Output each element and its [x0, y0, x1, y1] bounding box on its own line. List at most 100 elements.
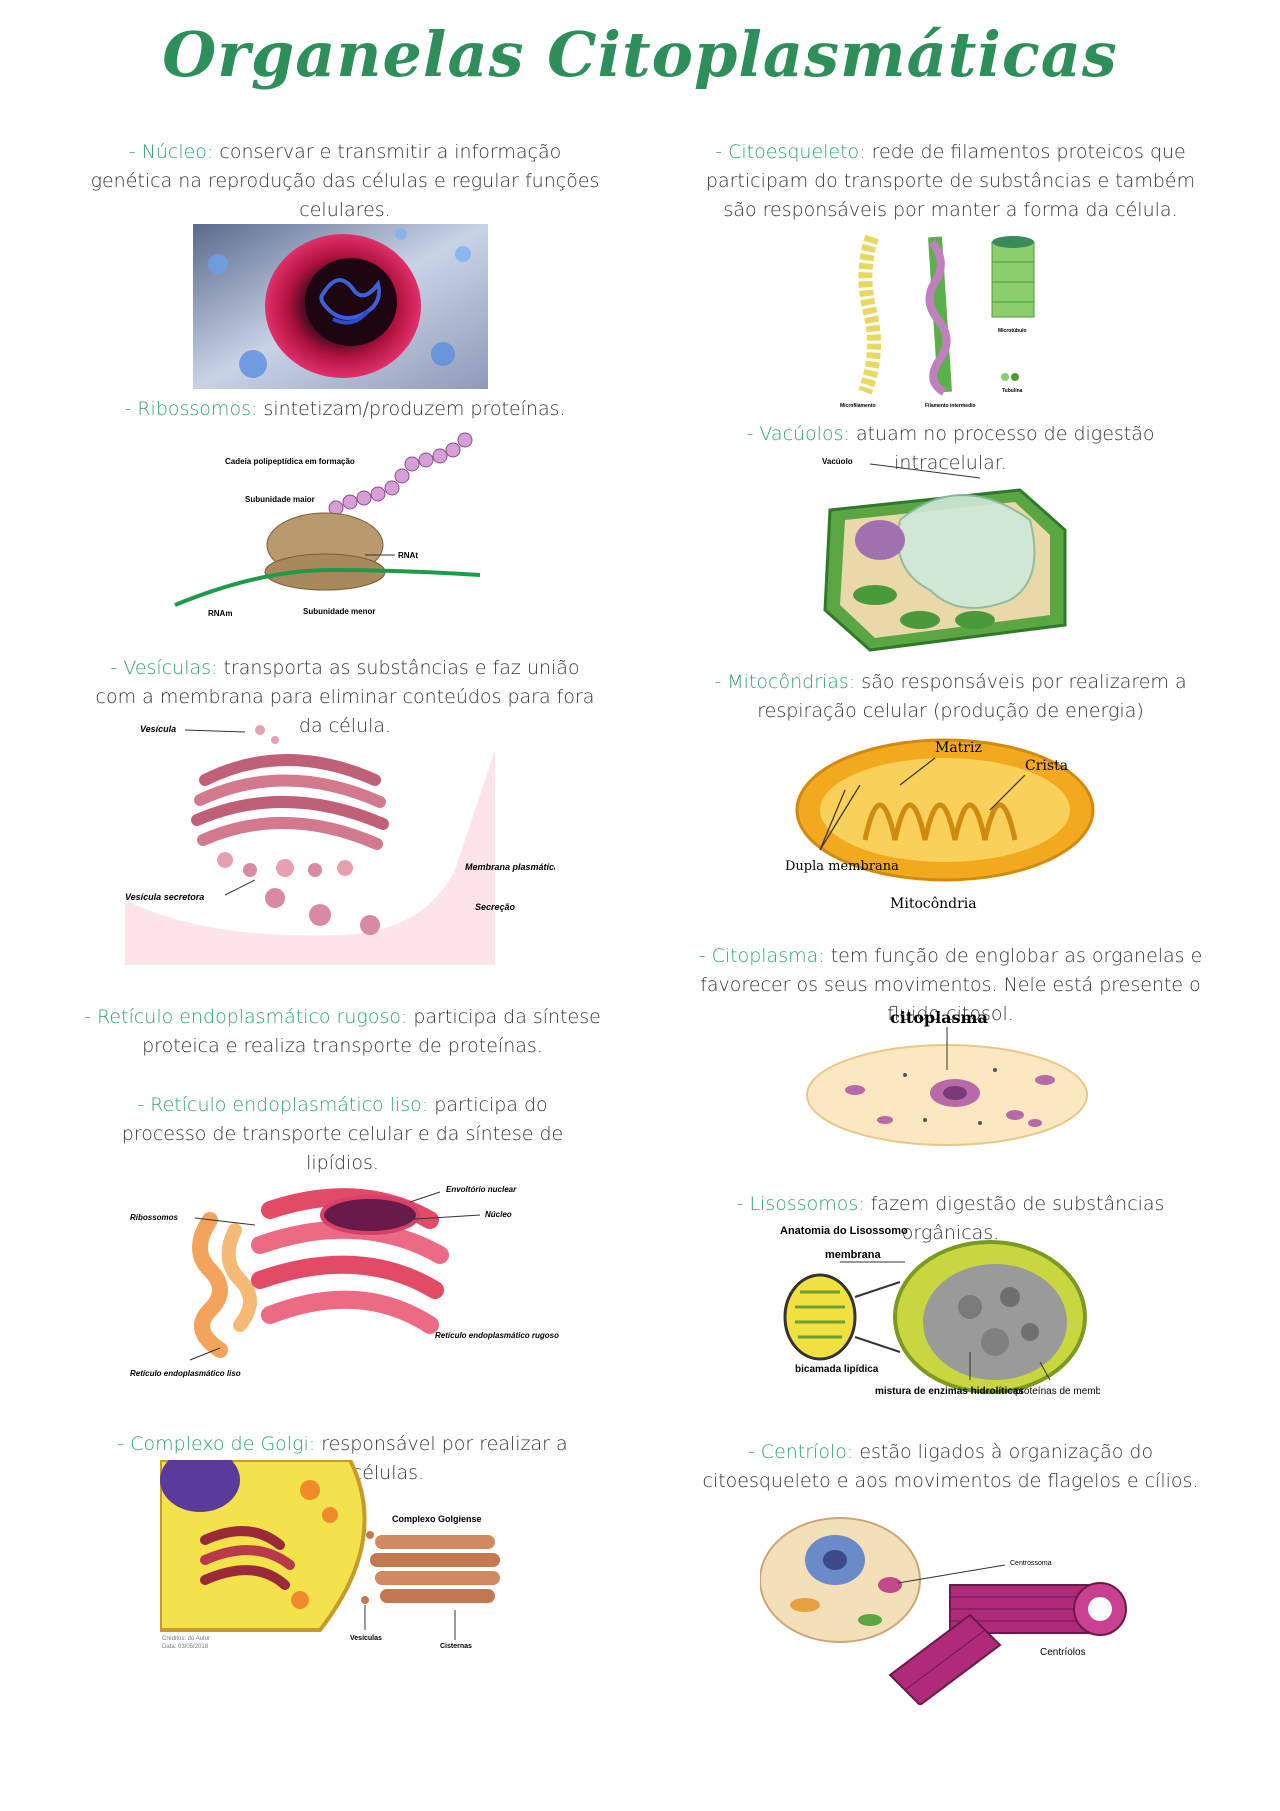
section-mitocondrias: - Mitocôndrias: são responsáveis por rea…: [688, 668, 1213, 726]
label-intermedio: Filamento intermedio: [925, 403, 976, 409]
desc-citoesqueleto: rede de filamentos proteicos que partici…: [705, 141, 1196, 221]
desc-citoplasma: tem função de englobar as organelas e fa…: [700, 945, 1203, 1025]
desc-lisossomos: fazem digestão de substâncias orgânicas.: [870, 1193, 1165, 1244]
label-vesicula: Vesícula: [140, 724, 176, 734]
term-rel-label: Retículo endoplasmático liso: [150, 1094, 422, 1116]
label-complexo-golgiense: Complexo Golgiense: [392, 1514, 482, 1524]
section-centriolo: - Centríolo: estão ligados à organização…: [688, 1438, 1213, 1496]
term-citoplasma: - Citoplasma:: [698, 945, 825, 967]
label-vesicula-secretora: Vesícula secretora: [125, 892, 204, 902]
desc-centriolo: estão ligados à organização do citoesque…: [702, 1441, 1199, 1492]
term-nucleo: - Núcleo:: [128, 141, 214, 163]
smooth-er-icon: [192, 1212, 257, 1358]
label-mistura: mistura de enzimas hidrolíticas: [875, 1386, 1024, 1397]
section-vacuolos: - Vacúolos: atuam no processo de digestã…: [688, 420, 1213, 478]
term-rel: - Retículo endoplasmático liso:: [137, 1094, 429, 1116]
desc-rel: participa do processo de transporte celu…: [121, 1094, 564, 1174]
term-centriolo: - Centríolo:: [747, 1441, 854, 1463]
label-rugoso: Retículo endoplasmático rugoso: [435, 1331, 559, 1340]
label-data: Data: 03/05/2018: [162, 1644, 209, 1650]
term-mitocondrias-label: Mitocôndrias: [727, 671, 849, 693]
microtubule-icon: [991, 236, 1035, 381]
lysosome-image: Anatomia do Lisossomo membrana bicamada …: [780, 1222, 1100, 1412]
section-nucleo: - Núcleo: conservar e transmitir a infor…: [90, 138, 600, 225]
section-ribossomos: - Ribossomos: sintetizam/produzem proteí…: [90, 395, 600, 424]
label-anatomia: Anatomia do Lisossomo: [780, 1225, 908, 1237]
label-matriz: Matriz: [935, 740, 982, 756]
label-tubulina: Tubulina: [1002, 388, 1023, 394]
label-centriolos: Centríolos: [1040, 1647, 1086, 1658]
section-citoesqueleto: - Citoesqueleto: rede de filamentos prot…: [688, 138, 1213, 225]
intermediate-filament-icon: [925, 236, 952, 396]
page-title: Organelas Citoplasmáticas: [162, 18, 1118, 91]
polypeptide-chain-icon: [328, 432, 473, 516]
label-bicamada: bicamada lipídica: [795, 1364, 879, 1375]
section-citoplasma: - Citoplasma: tem função de englobar as …: [688, 942, 1213, 1029]
term-mitocondrias: - Mitocôndrias:: [714, 671, 856, 693]
nucleus-image: [193, 224, 488, 389]
term-vesiculas-label: Vesículas: [123, 657, 212, 679]
term-vacuolos: - Vacúolos:: [746, 423, 850, 445]
label-rnat: RNAt: [398, 551, 418, 560]
label-mitocondria: Mitocôndria: [890, 896, 977, 912]
desc-vacuolos: atuam no processo de digestão intracelul…: [855, 423, 1155, 474]
cristae-icon: [862, 802, 1018, 841]
term-lisossomos: - Lisossomos:: [736, 1193, 865, 1215]
section-vesiculas: - Vesículas: transporta as substâncias e…: [90, 654, 600, 741]
label-crista: Crista: [1025, 758, 1068, 774]
section-rer: - Retículo endoplasmático rugoso: partic…: [80, 1003, 605, 1061]
term-rer: - Retículo endoplasmático rugoso:: [84, 1006, 408, 1028]
term-lisossomos-label: Lisossomos: [749, 1193, 859, 1215]
term-rer-label: Retículo endoplasmático rugoso: [97, 1006, 401, 1028]
cytoplasm-image: citoplasma: [805, 1005, 1090, 1150]
term-ribossomos-label: Ribossomos: [137, 398, 251, 420]
vacuole-icon: [897, 494, 1036, 609]
desc-nucleo: conservar e transmitir a informação gené…: [90, 141, 600, 221]
microfilament-icon: [858, 234, 881, 395]
cytoskeleton-image: Microfilamento Filamento intermedio Micr…: [840, 232, 1060, 417]
golgi-stack-icon: [191, 754, 389, 850]
term-citoesqueleto: - Citoesqueleto:: [715, 141, 866, 163]
label-membrana-lisossomo: membrana: [825, 1249, 882, 1261]
term-vesiculas: - Vesículas:: [110, 657, 218, 679]
reticulum-image: Envoltório nuclear Núcleo Ribossomos Ret…: [130, 1180, 560, 1380]
lipid-bilayer-icon: [783, 1273, 857, 1361]
label-creditos: Créditos: do Autor: [162, 1636, 210, 1642]
desc-vesiculas: transporta as substâncias e faz união co…: [95, 657, 595, 737]
label-subunidade-menor: Subunidade menor: [303, 607, 375, 616]
label-ribossomos: Ribossomos: [130, 1213, 179, 1222]
desc-ribossomos: sintetizam/produzem proteínas.: [263, 398, 566, 420]
term-citoplasma-label: Citoplasma: [711, 945, 819, 967]
centriole-icon: [888, 1582, 1127, 1705]
desc-mitocondrias: são responsáveis por realizarem a respir…: [757, 671, 1187, 722]
golgi-image: Complexo Golgiense Vesículas Cisternas C…: [160, 1460, 520, 1650]
label-dupla-membrana: Dupla membrana: [785, 859, 899, 874]
label-envoltorio: Envoltório nuclear: [446, 1185, 517, 1194]
label-rnam: RNAm: [208, 609, 232, 618]
desc-rer: participa da síntese proteica e realiza …: [142, 1006, 601, 1057]
label-microfilamento: Microfilamento: [840, 403, 876, 409]
mitochondria-image: Matriz Crista Dupla membrana Mitocôndria: [785, 730, 1095, 915]
label-nucleo: Núcleo: [485, 1210, 512, 1219]
label-subunidade-maior: Subunidade maior: [245, 495, 315, 504]
label-centrossoma: Centrossoma: [1010, 1560, 1052, 1567]
label-cisternas: Cisternas: [440, 1643, 472, 1650]
term-vacuolos-label: Vacúolos: [759, 423, 844, 445]
label-citoplasma: citoplasma: [890, 1008, 988, 1027]
label-vacuolo: Vacúolo: [822, 457, 853, 466]
label-liso: Retículo endoplasmático liso: [130, 1369, 241, 1378]
label-microtubulo: Microtúbulo: [998, 328, 1027, 334]
section-lisossomos: - Lisossomos: fazem digestão de substânc…: [688, 1190, 1213, 1248]
golgi-cisternae-icon: [370, 1535, 500, 1603]
term-ribossomos: - Ribossomos:: [124, 398, 258, 420]
label-cadeia: Cadeia polipeptídica em formação: [225, 457, 355, 466]
centriole-image: Centrossoma Centríolos: [760, 1505, 1140, 1705]
label-vesiculas: Vesículas: [350, 1635, 382, 1642]
label-proteinas: proteínas de membrana: [1015, 1386, 1100, 1397]
term-nucleo-label: Núcleo: [141, 141, 207, 163]
term-centriolo-label: Centríolo: [760, 1441, 847, 1463]
term-golgi-label: Complexo de Golgi: [130, 1433, 309, 1455]
term-golgi: - Complexo de Golgi:: [117, 1433, 316, 1455]
label-secrecao: Secreção: [475, 902, 516, 912]
label-membrana: Membrana plasmática: [465, 862, 555, 872]
